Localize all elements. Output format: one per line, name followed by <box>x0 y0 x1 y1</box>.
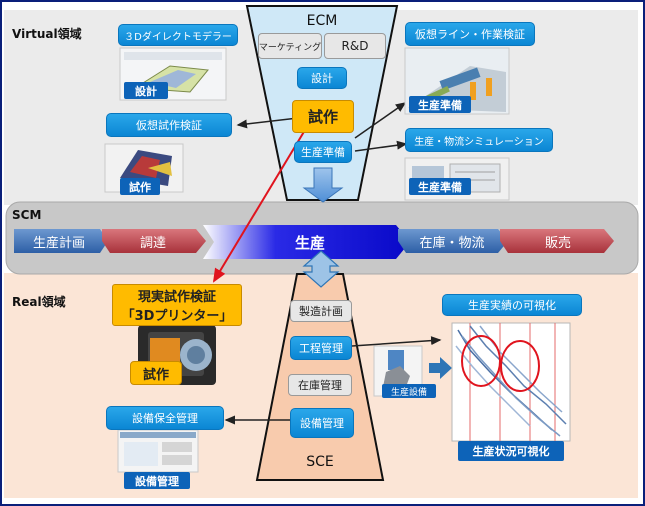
sce-inventory-mgmt-box: 在庫管理 <box>288 374 352 396</box>
sce-process-mgmt-box: 工程管理 <box>290 336 352 360</box>
ecm-marketing-box: マーケティング <box>258 33 322 59</box>
chain-label-sales: 販売 <box>544 235 571 251</box>
virtual-line-box: 仮想ライン・作業検証 <box>405 22 535 46</box>
sce-equipment-mgmt-box: 設備管理 <box>290 408 354 438</box>
arrow-to-status-chart <box>429 357 452 379</box>
chain-step-inventory-logistics <box>398 229 508 253</box>
arrow-to-logistics-sim <box>354 140 408 152</box>
ecm-production-prep-box: 生産準備 <box>294 141 352 163</box>
sce-production-plan-box: 製造計画 <box>290 300 352 322</box>
chain-label-procurement: 調達 <box>139 235 166 251</box>
logistics-sim-caption: 生産準備 <box>409 178 471 195</box>
design-caption: 設計 <box>124 82 168 99</box>
virtual-line-caption: 生産準備 <box>409 96 471 113</box>
chain-step-procurement <box>102 229 206 253</box>
ecm-prototype-box: 試作 <box>292 100 354 133</box>
chain-label-production-planning: 生産計画 <box>32 235 85 251</box>
real-proto-box: 現実試作検証 「3Dプリンター」 <box>112 284 242 326</box>
chain-step-sales <box>500 229 614 253</box>
real-proto-line1: 現実試作検証 <box>137 290 216 305</box>
equipment-mgmt-image <box>117 429 199 473</box>
equip-maint-box: 設備保全管理 <box>106 406 224 430</box>
performance-visual-box: 生産実績の可視化 <box>442 294 582 316</box>
real-proto-caption: 試作 <box>130 361 182 385</box>
chain-step-production <box>203 225 410 259</box>
scm-sce-double-arrow <box>302 250 340 288</box>
virtual-proto-caption: 試作 <box>120 178 160 195</box>
production-equipment-label: 生産設備 <box>382 384 436 398</box>
arrow-to-virtual-proto <box>236 117 299 129</box>
chain-label-inventory-logistics: 在庫・物流 <box>419 235 485 251</box>
ecm-rnd-box: R&D <box>324 33 386 59</box>
ecm-design-box: 設計 <box>297 67 347 89</box>
virtual-region-label: Virtual領域 <box>12 26 82 41</box>
equip-mgmt-caption: 設備管理 <box>124 472 190 489</box>
arrow-to-virtual-line <box>354 102 407 139</box>
scm-label: SCM <box>12 208 42 222</box>
direct-modeler-box: ３Dダイレクトモデラー <box>118 24 238 46</box>
logistics-sim-box: 生産・物流シミュレーション <box>405 128 553 152</box>
real-proto-line2: 「3Dプリンター」 <box>121 309 233 324</box>
production-status-chart <box>451 322 571 442</box>
chain-label-production: 生産 <box>294 233 325 252</box>
virtual-proto-box: 仮想試作検証 <box>106 113 232 137</box>
ecm-down-arrow <box>302 167 344 203</box>
arrow-to-performance <box>351 336 442 347</box>
red-arrow-prototype <box>212 129 306 283</box>
real-region-label: Real領域 <box>12 294 66 309</box>
sce-title: SCE <box>306 454 334 470</box>
ecm-title: ECM <box>306 13 338 29</box>
production-status-caption: 生産状況可視化 <box>458 441 564 461</box>
chain-step-production-planning <box>14 229 108 253</box>
